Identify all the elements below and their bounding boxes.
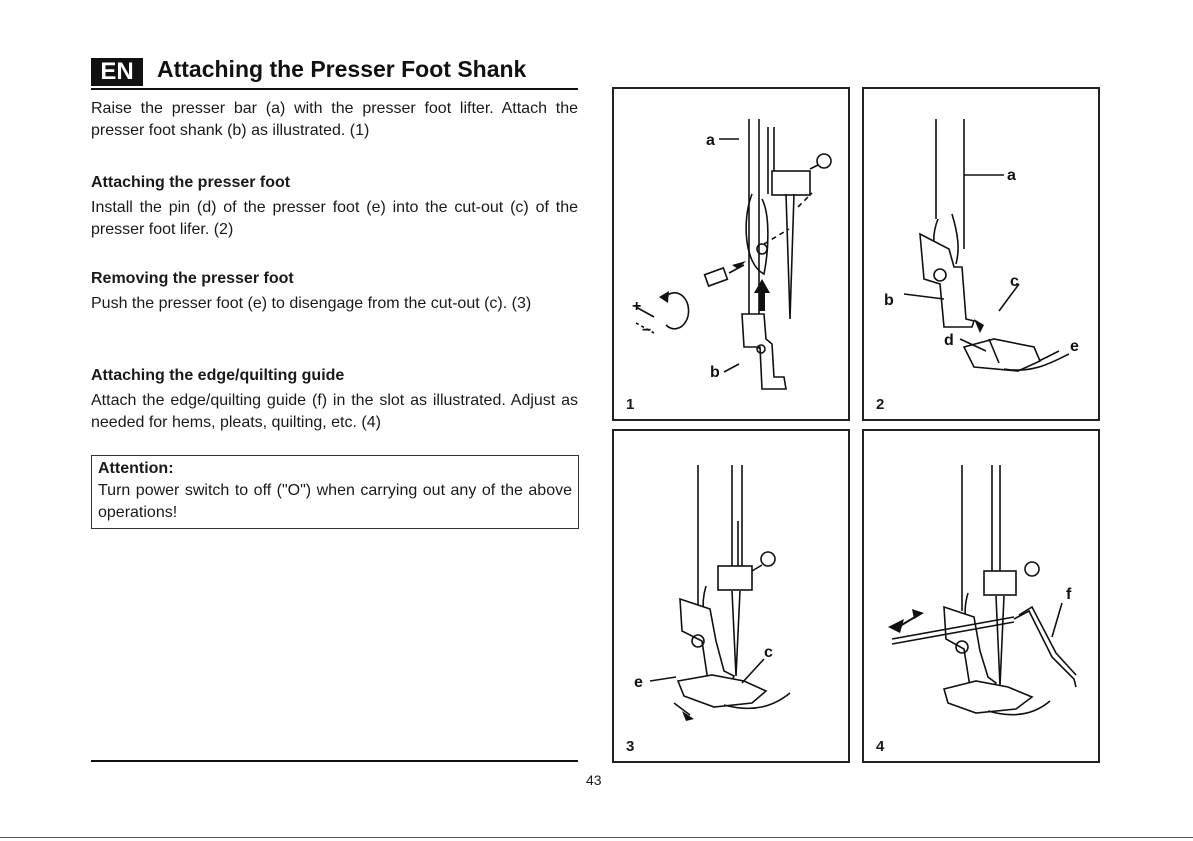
figure-1-label-a: a [706,132,715,149]
figure-1-illustration: a b + − [632,119,832,390]
figure-1-label-plus: + [632,298,641,315]
figure-4-panel: f 4 [862,429,1100,763]
figure-3-number: 3 [626,738,635,755]
figure-3-illustration: c e [634,465,791,721]
figure-2-number: 2 [876,396,885,413]
page-number: 43 [586,772,602,788]
figure-2-label-c: c [1010,273,1019,290]
figure-1-label-minus: − [642,322,651,339]
section-heading-remove-foot: Removing the presser foot [91,270,294,287]
footer-rule [91,760,578,762]
figure-2-label-e: e [1070,338,1079,355]
figure-2-panel: a b c d e 2 [862,87,1100,421]
figure-1-label-b: b [710,364,720,381]
figure-2-illustration: a b c d e [884,119,1079,372]
figure-4-number: 4 [876,738,885,755]
figure-3-label-e: e [634,674,643,691]
section-heading-attach-foot: Attaching the presser foot [91,174,291,191]
figure-2-label-a: a [1007,167,1016,184]
figure-4-label-f: f [1066,586,1072,603]
figure-3-label-c: c [764,644,773,661]
figure-1-panel: a b + − 1 [612,87,850,421]
figure-4-illustration: f [888,465,1077,716]
page-title: Attaching the Presser Foot Shank [157,56,527,82]
section-body-attach-foot: Install the pin (d) of the presser foot … [91,199,578,238]
section-body-remove-foot: Push the presser foot (e) to disengage f… [91,295,532,312]
page-header: EN Attaching the Presser Foot Shank [91,56,578,90]
attention-body: Turn power switch to off ("O") when carr… [98,482,572,521]
section-body-guide: Attach the edge/quilting guide (f) in th… [91,392,578,431]
intro-paragraph: Raise the presser bar (a) with the press… [91,100,578,139]
attention-heading: Attention: [98,460,174,477]
figure-2-label-d: d [944,332,954,349]
figure-3-panel: c e 3 [612,429,850,763]
page-edge-rule [0,837,1193,838]
figure-2-label-b: b [884,292,894,309]
figure-1-number: 1 [626,396,635,413]
language-badge: EN [91,58,143,86]
attention-box: Attention: Turn power switch to off ("O"… [91,455,579,529]
section-heading-guide: Attaching the edge/quilting guide [91,367,345,384]
